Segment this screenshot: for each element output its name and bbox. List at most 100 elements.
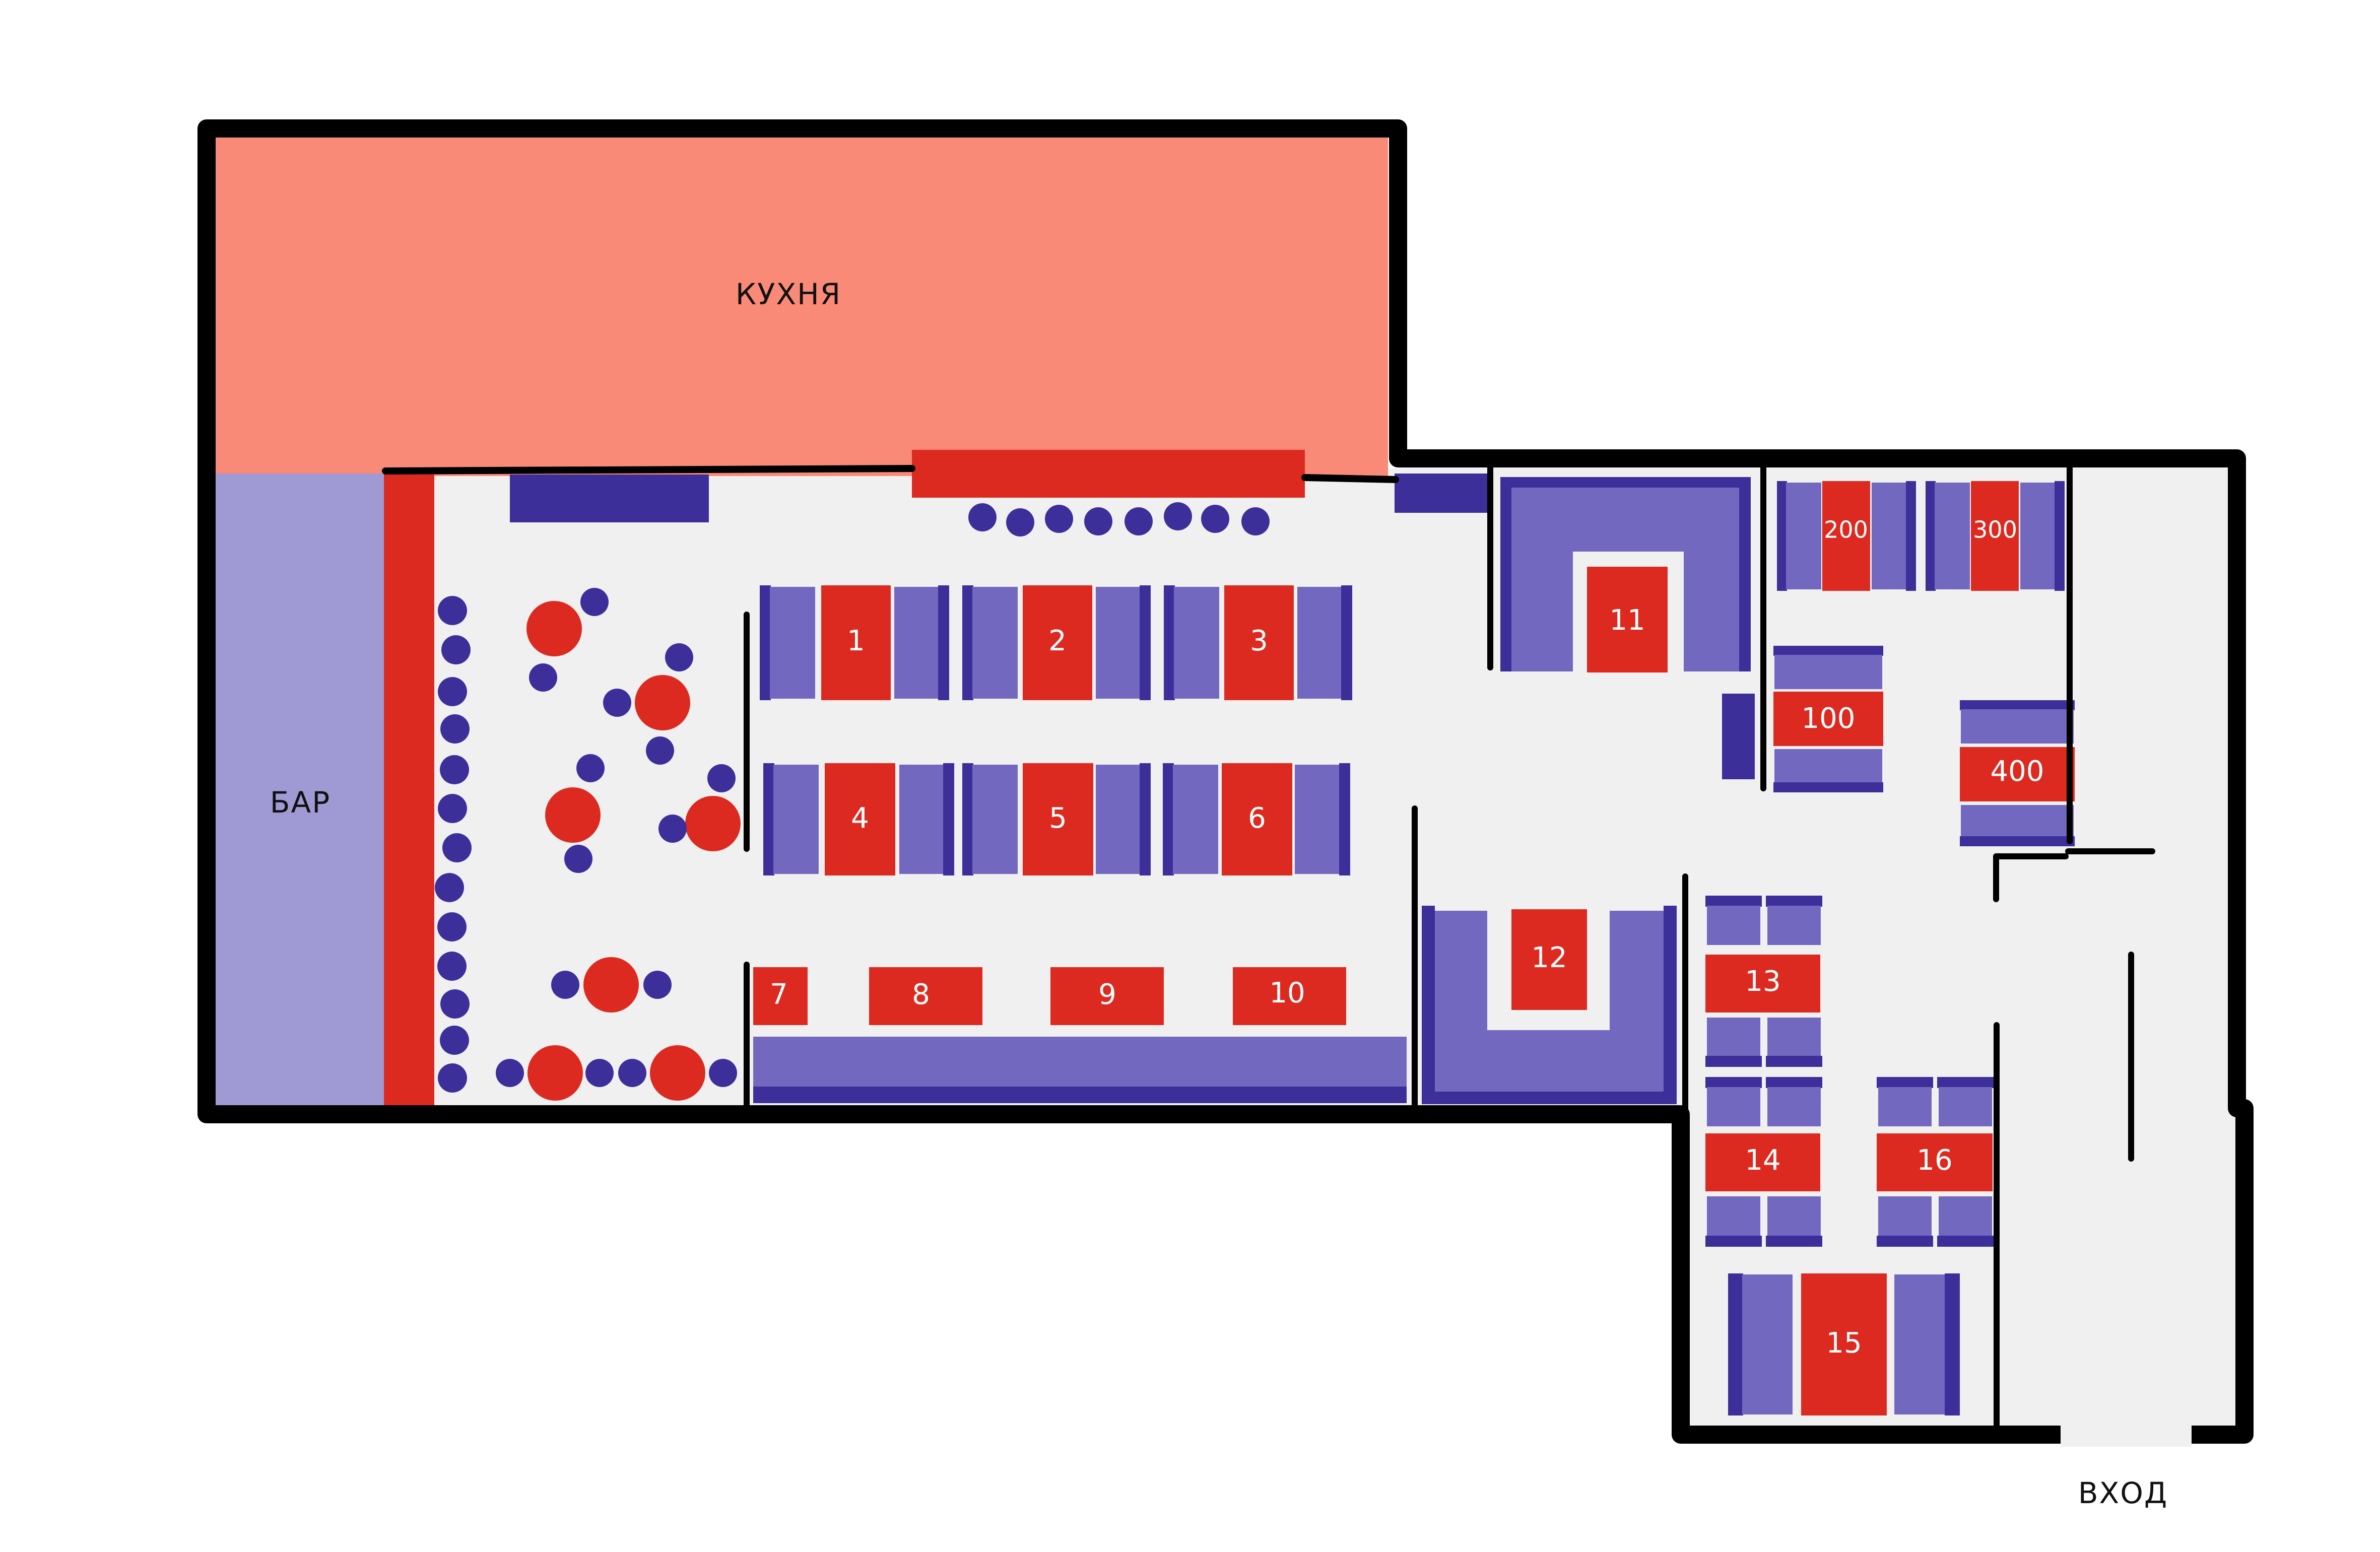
booth-seat[interactable]: [1961, 709, 2074, 744]
round-table[interactable]: [526, 601, 582, 656]
booth-seat[interactable]: [972, 587, 1018, 699]
bar-stool[interactable]: [440, 1026, 469, 1055]
table-5[interactable]: [1023, 763, 1093, 875]
chair[interactable]: [1767, 1087, 1821, 1126]
booth-seat[interactable]: [1872, 483, 1907, 589]
round-table-stool[interactable]: [646, 736, 674, 765]
bar-stool[interactable]: [435, 873, 464, 902]
bar-stool[interactable]: [440, 714, 470, 744]
bar-stool[interactable]: [438, 596, 467, 625]
bar-stool[interactable]: [442, 833, 472, 862]
round-table-stool[interactable]: [603, 689, 631, 717]
table-4[interactable]: [825, 763, 895, 875]
counter-stool[interactable]: [1045, 505, 1073, 533]
table-14[interactable]: [1705, 1133, 1820, 1191]
bar-stool[interactable]: [441, 635, 471, 664]
table-3[interactable]: [1224, 585, 1294, 700]
bar-stool[interactable]: [440, 755, 469, 784]
round-table[interactable]: [545, 787, 601, 843]
counter-stool[interactable]: [1125, 507, 1153, 535]
booth-seat[interactable]: [972, 765, 1018, 874]
booth-seat[interactable]: [1774, 655, 1882, 689]
booth-seat[interactable]: [1295, 765, 1340, 874]
counter-stool[interactable]: [1241, 507, 1270, 535]
table-200[interactable]: [1822, 481, 1870, 591]
chair[interactable]: [1939, 1087, 1992, 1126]
round-table[interactable]: [685, 796, 741, 851]
round-table-stool[interactable]: [496, 1059, 524, 1087]
booth-seat[interactable]: [1961, 805, 2074, 836]
booth-seat[interactable]: [1435, 911, 1664, 1092]
booth-seat[interactable]: [1297, 587, 1343, 699]
booth-seat[interactable]: [894, 587, 940, 699]
round-table-stool[interactable]: [585, 1059, 614, 1087]
round-table[interactable]: [583, 957, 639, 1013]
table-1[interactable]: [821, 585, 891, 700]
chair[interactable]: [1707, 906, 1760, 945]
counter-stool[interactable]: [1006, 508, 1034, 536]
table-12[interactable]: [1511, 909, 1587, 1010]
counter-stool[interactable]: [968, 503, 997, 531]
bar-stool[interactable]: [437, 912, 467, 941]
entrance-gap[interactable]: [2061, 1426, 2192, 1447]
booth-seat[interactable]: [773, 765, 819, 874]
chair[interactable]: [1939, 1196, 1992, 1237]
booth-seat[interactable]: [1935, 483, 1970, 589]
booth-seat[interactable]: [1894, 1274, 1946, 1414]
counter-stool[interactable]: [1084, 507, 1112, 535]
chair[interactable]: [1707, 1196, 1760, 1237]
round-table-stool[interactable]: [551, 971, 579, 999]
table-9[interactable]: [1050, 967, 1164, 1025]
chair[interactable]: [1878, 1196, 1932, 1237]
table-10[interactable]: [1233, 967, 1346, 1025]
table-100[interactable]: [1773, 692, 1883, 746]
bar-stool[interactable]: [438, 794, 467, 823]
booth-seat[interactable]: [1174, 587, 1219, 699]
bar-stool[interactable]: [438, 1063, 467, 1093]
table-2[interactable]: [1023, 585, 1092, 700]
round-table-stool[interactable]: [618, 1059, 646, 1087]
chair[interactable]: [1767, 906, 1821, 945]
table-300[interactable]: [1971, 481, 2019, 591]
round-table-stool[interactable]: [709, 1059, 737, 1087]
round-table-stool[interactable]: [707, 764, 736, 792]
round-table[interactable]: [650, 1045, 705, 1101]
round-table-stool[interactable]: [643, 971, 672, 999]
table-6[interactable]: [1222, 763, 1292, 875]
round-table-stool[interactable]: [658, 815, 687, 843]
chair[interactable]: [1878, 1087, 1932, 1126]
booth-seat[interactable]: [899, 765, 945, 874]
round-table[interactable]: [635, 675, 690, 730]
bar-stool[interactable]: [438, 677, 467, 706]
bar-stool[interactable]: [440, 989, 470, 1019]
booth-seat[interactable]: [1173, 765, 1218, 874]
chair[interactable]: [1707, 1018, 1760, 1057]
counter-stool[interactable]: [1201, 505, 1229, 533]
chair[interactable]: [1767, 1196, 1821, 1237]
table-400[interactable]: [1960, 747, 2075, 801]
bench[interactable]: [753, 1037, 1407, 1088]
round-table[interactable]: [527, 1045, 583, 1101]
round-table-stool[interactable]: [576, 754, 605, 782]
table-15[interactable]: [1801, 1273, 1887, 1415]
booth-seat[interactable]: [770, 587, 815, 699]
booth-seat[interactable]: [1096, 587, 1141, 699]
round-table-stool[interactable]: [529, 663, 557, 692]
counter-stool[interactable]: [1164, 502, 1192, 530]
booth-seat[interactable]: [2020, 483, 2056, 589]
chair[interactable]: [1767, 1018, 1821, 1057]
booth-seat[interactable]: [1511, 488, 1739, 671]
table-16[interactable]: [1877, 1133, 1993, 1191]
table-7[interactable]: [753, 967, 808, 1025]
bar-stool[interactable]: [437, 952, 467, 981]
round-table-stool[interactable]: [580, 588, 609, 616]
booth-seat[interactable]: [1096, 765, 1141, 874]
table-13[interactable]: [1705, 955, 1820, 1013]
round-table-stool[interactable]: [564, 845, 592, 873]
table-8[interactable]: [869, 967, 982, 1025]
booth-seat[interactable]: [1774, 749, 1882, 783]
booth-seat[interactable]: [1742, 1274, 1793, 1414]
chair[interactable]: [1707, 1087, 1760, 1126]
table-11[interactable]: [1587, 567, 1668, 672]
booth-seat[interactable]: [1786, 483, 1821, 589]
